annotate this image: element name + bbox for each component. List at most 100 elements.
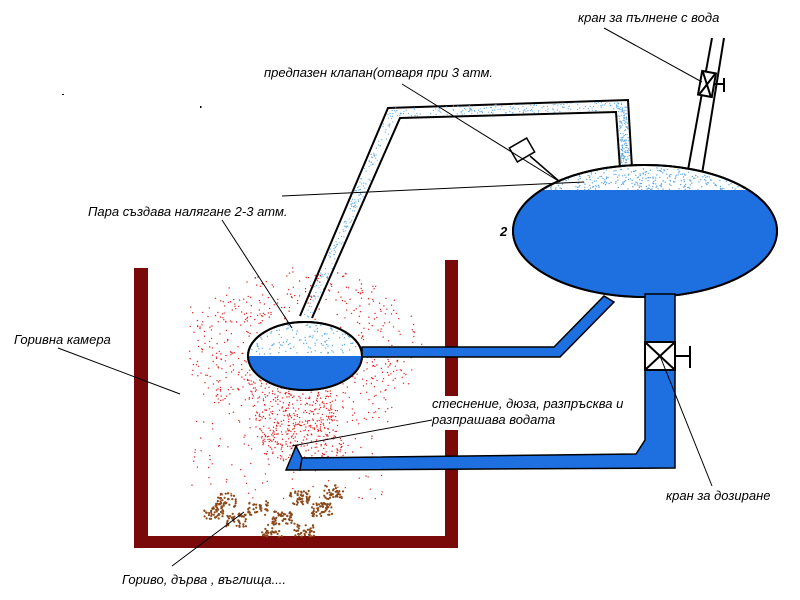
steam-dot bbox=[280, 336, 283, 339]
flame-dot bbox=[231, 321, 233, 323]
flame-dot bbox=[209, 326, 211, 328]
flame-dot bbox=[322, 453, 324, 455]
steam-dot bbox=[570, 108, 572, 110]
flame-dot bbox=[219, 379, 221, 382]
flame-dot bbox=[288, 404, 290, 406]
flame-dot bbox=[195, 364, 198, 366]
flame-dot bbox=[292, 487, 294, 490]
steam-dot bbox=[622, 153, 624, 155]
flame-dot bbox=[394, 387, 396, 389]
steam-dot bbox=[620, 157, 622, 159]
flame-dot bbox=[290, 436, 293, 438]
fuel-dot bbox=[264, 513, 267, 516]
flame-dot bbox=[305, 450, 307, 452]
flame-dot bbox=[346, 386, 349, 388]
steam-dot bbox=[754, 186, 756, 188]
flame-dot bbox=[338, 443, 341, 445]
flame-dot bbox=[345, 286, 348, 288]
flame-dot bbox=[196, 466, 199, 468]
flame-dot bbox=[292, 407, 295, 409]
steam-dot bbox=[471, 110, 473, 112]
steam-dot bbox=[622, 119, 624, 121]
flame-dot bbox=[370, 382, 373, 385]
flame-dot bbox=[268, 440, 270, 443]
fuel-dot bbox=[231, 512, 234, 515]
fuel-pile bbox=[203, 484, 345, 538]
flame-dot bbox=[247, 331, 249, 334]
steam-dot bbox=[647, 172, 649, 174]
steam-dot bbox=[624, 106, 626, 108]
leader-steam-pressure bbox=[221, 219, 293, 329]
flame-dot bbox=[258, 419, 260, 422]
steam-dot bbox=[316, 330, 319, 333]
steam-dot bbox=[356, 325, 359, 327]
steam-dot bbox=[532, 110, 534, 112]
steam-dot bbox=[567, 108, 569, 110]
steam-dot bbox=[652, 176, 654, 178]
flame-dot bbox=[381, 371, 384, 373]
steam-dot bbox=[260, 336, 262, 339]
flame-dot bbox=[292, 286, 294, 288]
flame-dot bbox=[314, 274, 316, 277]
steam-dot bbox=[604, 179, 606, 181]
fuel-dot bbox=[218, 497, 222, 500]
flame-dot bbox=[323, 453, 326, 456]
fuel-dot bbox=[293, 522, 296, 525]
fuel-dot bbox=[338, 493, 342, 496]
flame-dot bbox=[396, 369, 398, 371]
flame-dot bbox=[385, 389, 387, 391]
steam-dot bbox=[323, 274, 325, 276]
steam-dot bbox=[499, 108, 501, 110]
flame-dot bbox=[227, 389, 229, 391]
steam-dot bbox=[281, 344, 283, 347]
fuel-dot bbox=[229, 515, 232, 518]
steam-dot bbox=[430, 113, 432, 115]
flame-dot bbox=[212, 428, 214, 430]
steam-dot bbox=[310, 306, 312, 308]
steam-dot bbox=[530, 108, 533, 111]
steam-dot bbox=[528, 171, 530, 173]
flame-dot bbox=[269, 307, 271, 310]
flame-dot bbox=[263, 303, 266, 305]
flame-dot bbox=[320, 445, 322, 447]
flame-dot bbox=[260, 430, 263, 432]
steam-dot bbox=[627, 156, 629, 158]
flame-dot bbox=[228, 403, 230, 405]
flame-dot bbox=[387, 408, 389, 410]
steam-dot bbox=[589, 175, 591, 177]
flame-dot bbox=[321, 402, 323, 404]
steam-dot bbox=[354, 210, 356, 212]
flame-dot bbox=[272, 452, 274, 455]
flame-dot bbox=[219, 333, 221, 335]
flame-dot bbox=[307, 434, 309, 437]
steam-dot bbox=[642, 168, 645, 170]
flame-dot bbox=[265, 281, 267, 283]
steam-dot bbox=[524, 109, 526, 111]
steam-dot bbox=[633, 170, 636, 173]
flame-dot bbox=[334, 436, 336, 438]
flame-dot bbox=[386, 371, 389, 374]
steam-dot bbox=[626, 143, 628, 145]
steam-dot bbox=[730, 170, 732, 172]
fuel-dot bbox=[296, 525, 299, 528]
flame-dot bbox=[197, 365, 200, 368]
steam-dot bbox=[622, 158, 625, 160]
fuel-dot bbox=[303, 534, 306, 537]
steam-dot bbox=[605, 177, 608, 180]
flame-dot bbox=[325, 451, 327, 453]
flame-dot bbox=[388, 374, 390, 376]
steam-dot bbox=[624, 130, 626, 132]
steam-dot bbox=[577, 104, 579, 106]
steam-dot bbox=[320, 291, 322, 293]
flame-dot bbox=[263, 433, 266, 436]
flame-dot bbox=[300, 445, 302, 447]
steam-dot bbox=[741, 175, 743, 178]
steam-dot bbox=[312, 335, 314, 337]
steam-dot bbox=[623, 155, 625, 157]
leader-safety-valve bbox=[401, 83, 561, 183]
fuel-dot bbox=[235, 524, 238, 527]
flame-dot bbox=[368, 316, 370, 318]
steam-dot bbox=[677, 169, 679, 171]
flame-dot bbox=[286, 275, 288, 277]
flame-dot bbox=[273, 421, 276, 424]
